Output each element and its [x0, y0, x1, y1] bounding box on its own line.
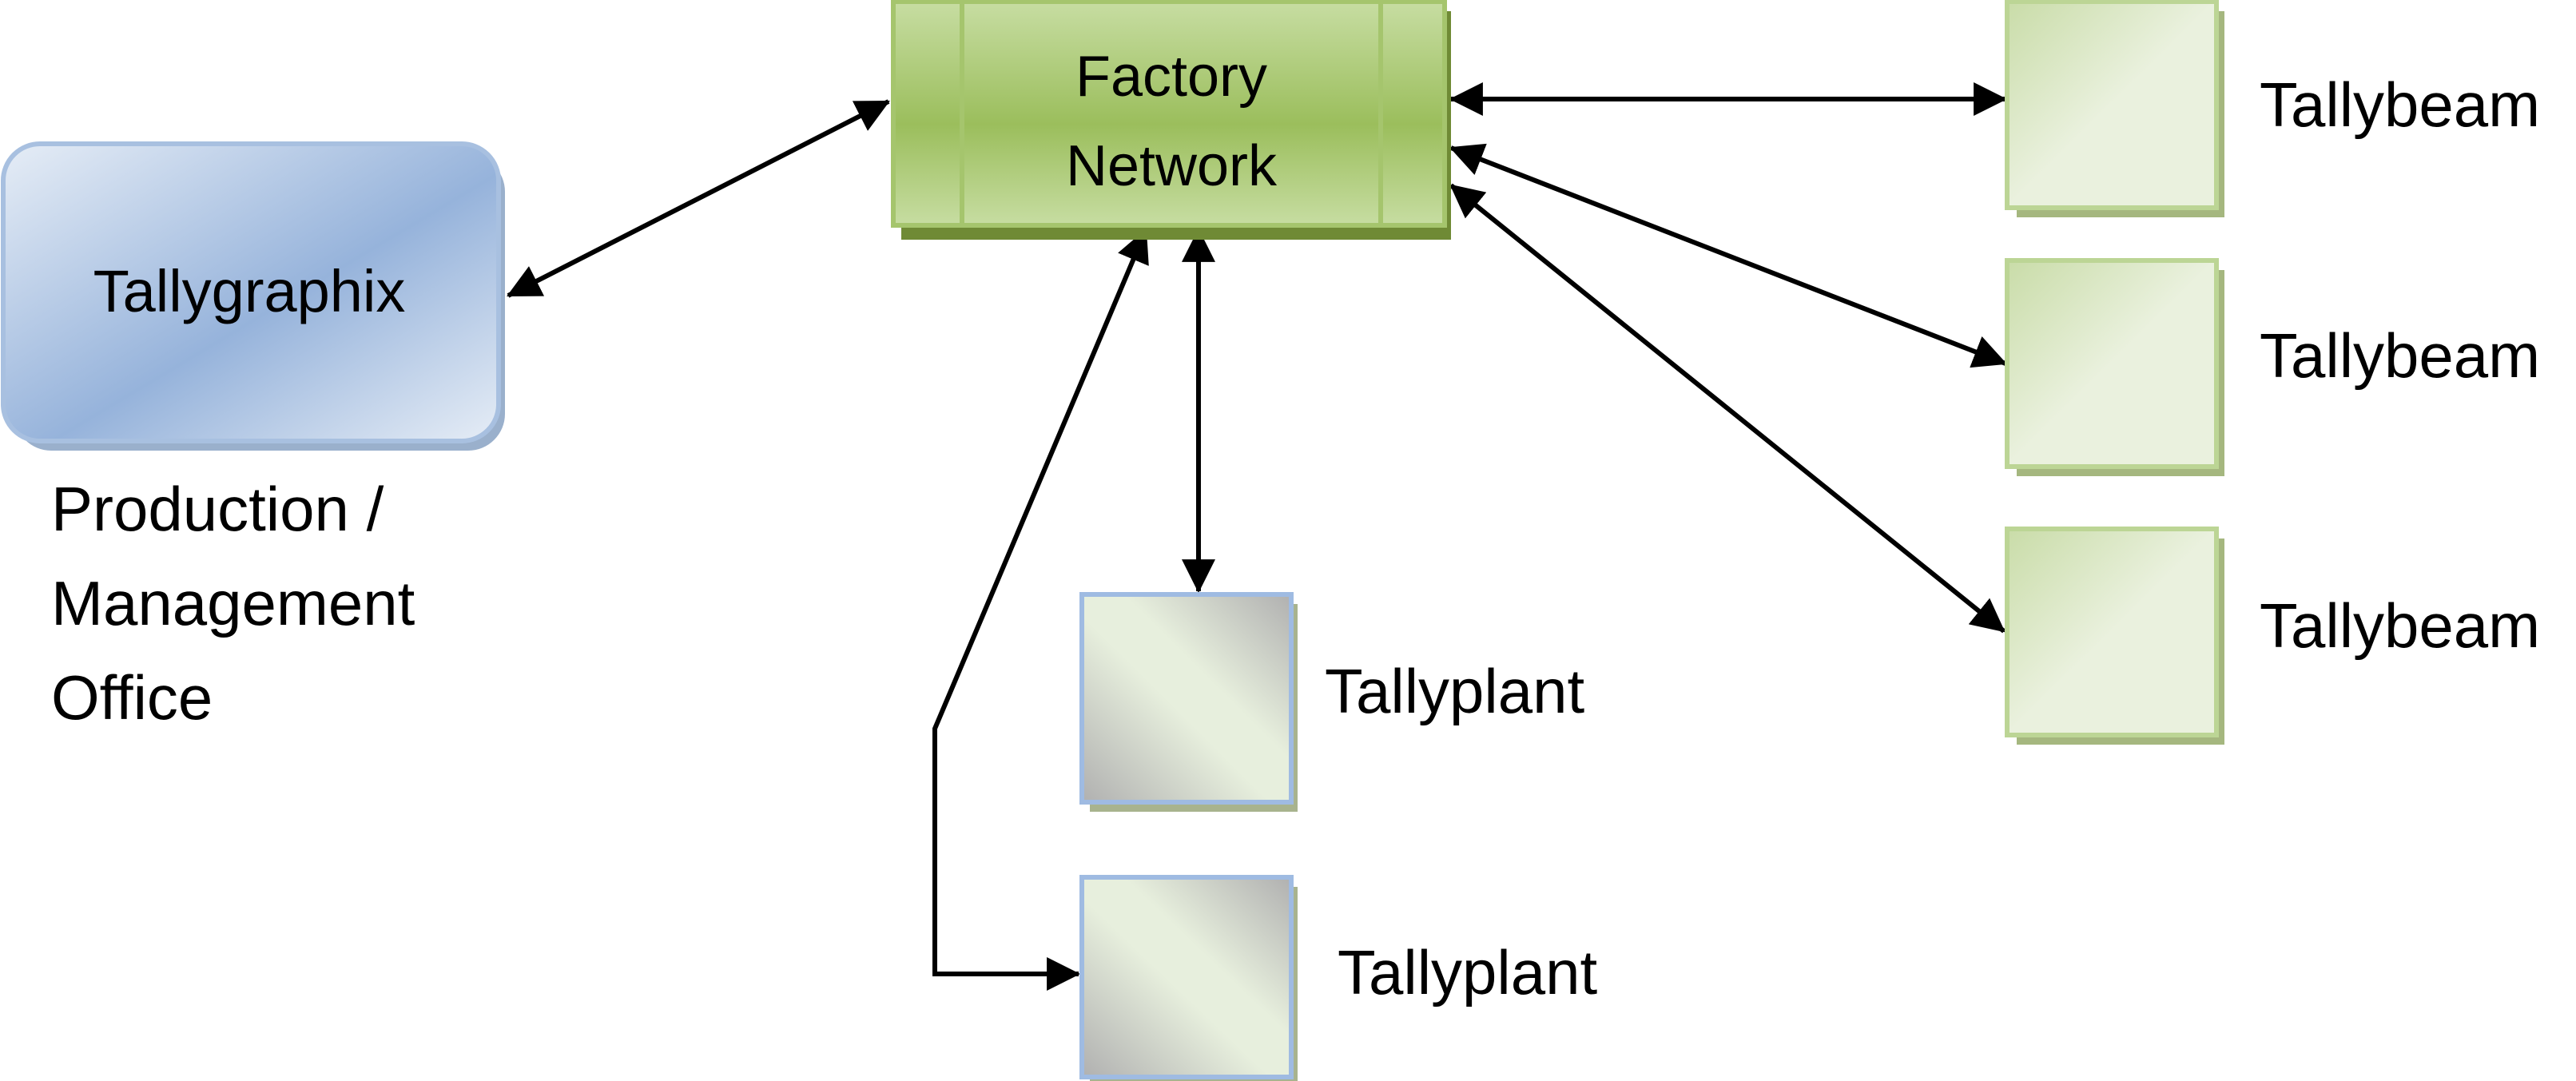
- tallybeam-node-1[interactable]: Tallybeam: [2005, 0, 2540, 217]
- connector-network-tallybeam-2: [1449, 143, 2007, 368]
- connector-network-tallyplant-2: [932, 229, 1149, 991]
- tallyplant-node-2[interactable]: Tallyplant: [1079, 875, 1598, 1081]
- connector-network-tallybeam-3: [1449, 183, 2006, 634]
- tallybeam-label-3: Tallybeam: [2260, 590, 2540, 661]
- connector-network-tallygraphix: [507, 99, 890, 298]
- tallyplant-label-1: Tallyplant: [1325, 656, 1585, 726]
- connectors: [507, 82, 2008, 991]
- tallybeam-node-3[interactable]: Tallybeam: [2005, 527, 2540, 745]
- caption-line-2: Management: [51, 568, 415, 638]
- tallygraphix-node[interactable]: Tallygraphix: [1, 141, 505, 451]
- factory-network-label-line1: Factory: [1075, 45, 1267, 109]
- tallyplant-node-1[interactable]: Tallyplant: [1079, 592, 1585, 812]
- factory-network-label-line2: Network: [1066, 134, 1278, 198]
- tallygraphix-caption: Production / Management Office: [51, 474, 415, 733]
- caption-line-1: Production /: [51, 474, 384, 544]
- tallyplant-label-2: Tallyplant: [1338, 937, 1598, 1007]
- tallybeam-label-1: Tallybeam: [2260, 70, 2540, 140]
- factory-network-node[interactable]: Factory Network: [891, 0, 1451, 240]
- tallybeam-node-2[interactable]: Tallybeam: [2005, 258, 2540, 476]
- tallybeam-label-2: Tallybeam: [2260, 320, 2540, 391]
- caption-line-3: Office: [51, 662, 213, 733]
- tallygraphix-label: Tallygraphix: [93, 258, 406, 324]
